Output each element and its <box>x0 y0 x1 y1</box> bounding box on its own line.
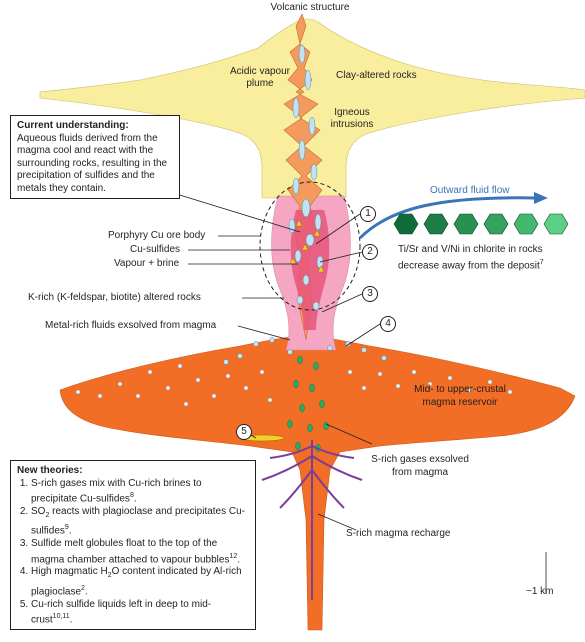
theory-item-5: Cu-rich sulfide liquids left in deep to … <box>31 599 249 627</box>
label-scale: ~1 km <box>526 586 554 597</box>
label-metal-rich-fluids: Metal-rich fluids exsolved from magma <box>45 320 217 331</box>
label-vapour-brine: Vapour + brine <box>114 258 180 269</box>
magma-reservoir <box>59 335 576 631</box>
igneous-intrusion <box>283 13 323 341</box>
label-porphyry-cu: Porphyry Cu ore body <box>108 230 206 241</box>
label-s-rich-gases-1: S-rich gases exsolved <box>371 454 469 465</box>
label-cu-sulfides: Cu-sulfides <box>130 244 181 255</box>
current-understanding-heading: Current understanding: <box>17 120 129 131</box>
label-reservoir-1: Mid- to upper-crustal <box>414 384 506 395</box>
magma-recharge <box>261 440 363 600</box>
reservoir-bubbles <box>75 363 513 407</box>
label-k-rich: K-rich (K-feldspar, biotite) altered roc… <box>28 292 201 303</box>
chlorite-hexagons <box>393 213 569 235</box>
sulfide-drops <box>287 355 329 453</box>
label-clay-altered-rocks: Clay-altered rocks <box>336 70 417 81</box>
marker-4: 4 <box>380 316 396 332</box>
marker-2: 2 <box>362 244 378 260</box>
diagram-title: Volcanic structure <box>270 2 350 13</box>
current-understanding-text: Aqueous fluids derived from the magma co… <box>17 132 168 194</box>
new-theories-heading: New theories: <box>17 465 83 476</box>
ref-superscript: 7 <box>539 259 544 266</box>
label-reservoir-2: magma reservoir <box>422 397 498 408</box>
outward-flow-arrow <box>358 196 537 240</box>
marker-3: 3 <box>362 286 378 302</box>
marker-1: 1 <box>360 206 376 222</box>
marker-5: 5 <box>236 424 252 440</box>
current-understanding-box: Current understanding: Aqueous fluids de… <box>10 115 180 199</box>
vapour-bubbles <box>223 44 387 365</box>
theory-item-1: S-rich gases mix with Cu-rich brines to … <box>31 478 249 506</box>
ore-body-outline <box>259 181 361 311</box>
label-outward-fluid-flow: Outward fluid flow <box>430 185 510 196</box>
sulfide-crystals <box>289 219 325 273</box>
label-chlorite-note-1: Ti/Sr and V/Ni in chlorite in rocks <box>398 244 543 255</box>
new-theories-box: New theories: S-rich gases mix with Cu-r… <box>10 460 256 630</box>
leader-lines <box>169 191 547 594</box>
theory-item-4: High magmatic H2O content indicated by A… <box>31 566 249 598</box>
new-theories-list: S-rich gases mix with Cu-rich brines to … <box>17 478 249 628</box>
label-s-rich-gases-2: from magma <box>391 467 449 478</box>
theory-item-2: SO2 reacts with plagioclase and precipit… <box>31 506 249 538</box>
label-s-rich-recharge: S-rich magma recharge <box>346 528 451 539</box>
label-chlorite-note-2: decrease away from the deposit7 <box>398 259 544 272</box>
theory-item-3: Sulfide melt globules float to the top o… <box>31 538 249 566</box>
label-igneous-intrusions: Igneous intrusions <box>330 107 374 130</box>
label-acidic-vapour-plume: Acidic vapour plume <box>229 66 291 89</box>
